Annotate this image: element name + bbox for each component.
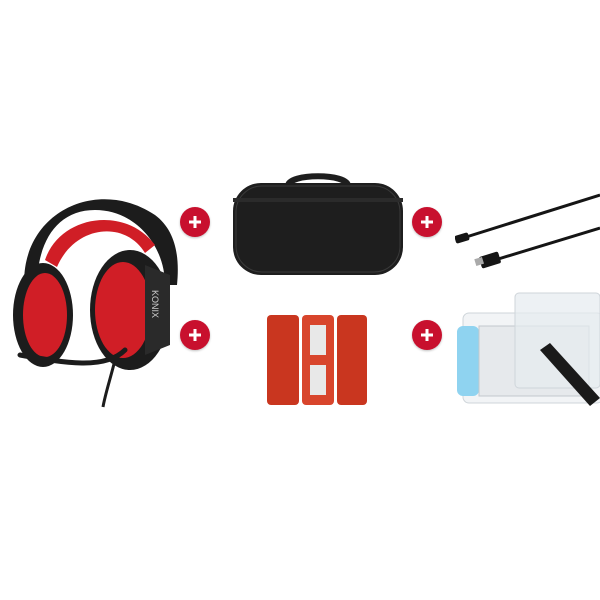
screen-protector-image [457, 292, 600, 406]
game-card-case-image [267, 315, 367, 405]
headset-brand-logo: KONIX [150, 290, 160, 318]
plus-badge-top-right [412, 207, 442, 237]
headset-image: KONIX [13, 199, 178, 408]
plus-badge-top-left [180, 207, 210, 237]
plus-icon [421, 329, 433, 341]
plus-badge-bottom-left [180, 320, 210, 350]
plus-icon [421, 216, 433, 228]
plus-badge-bottom-right [412, 320, 442, 350]
plus-icon [189, 329, 201, 341]
usb-c-cable-image [455, 193, 600, 269]
carrying-case-image [233, 173, 403, 275]
plus-icon [189, 216, 201, 228]
